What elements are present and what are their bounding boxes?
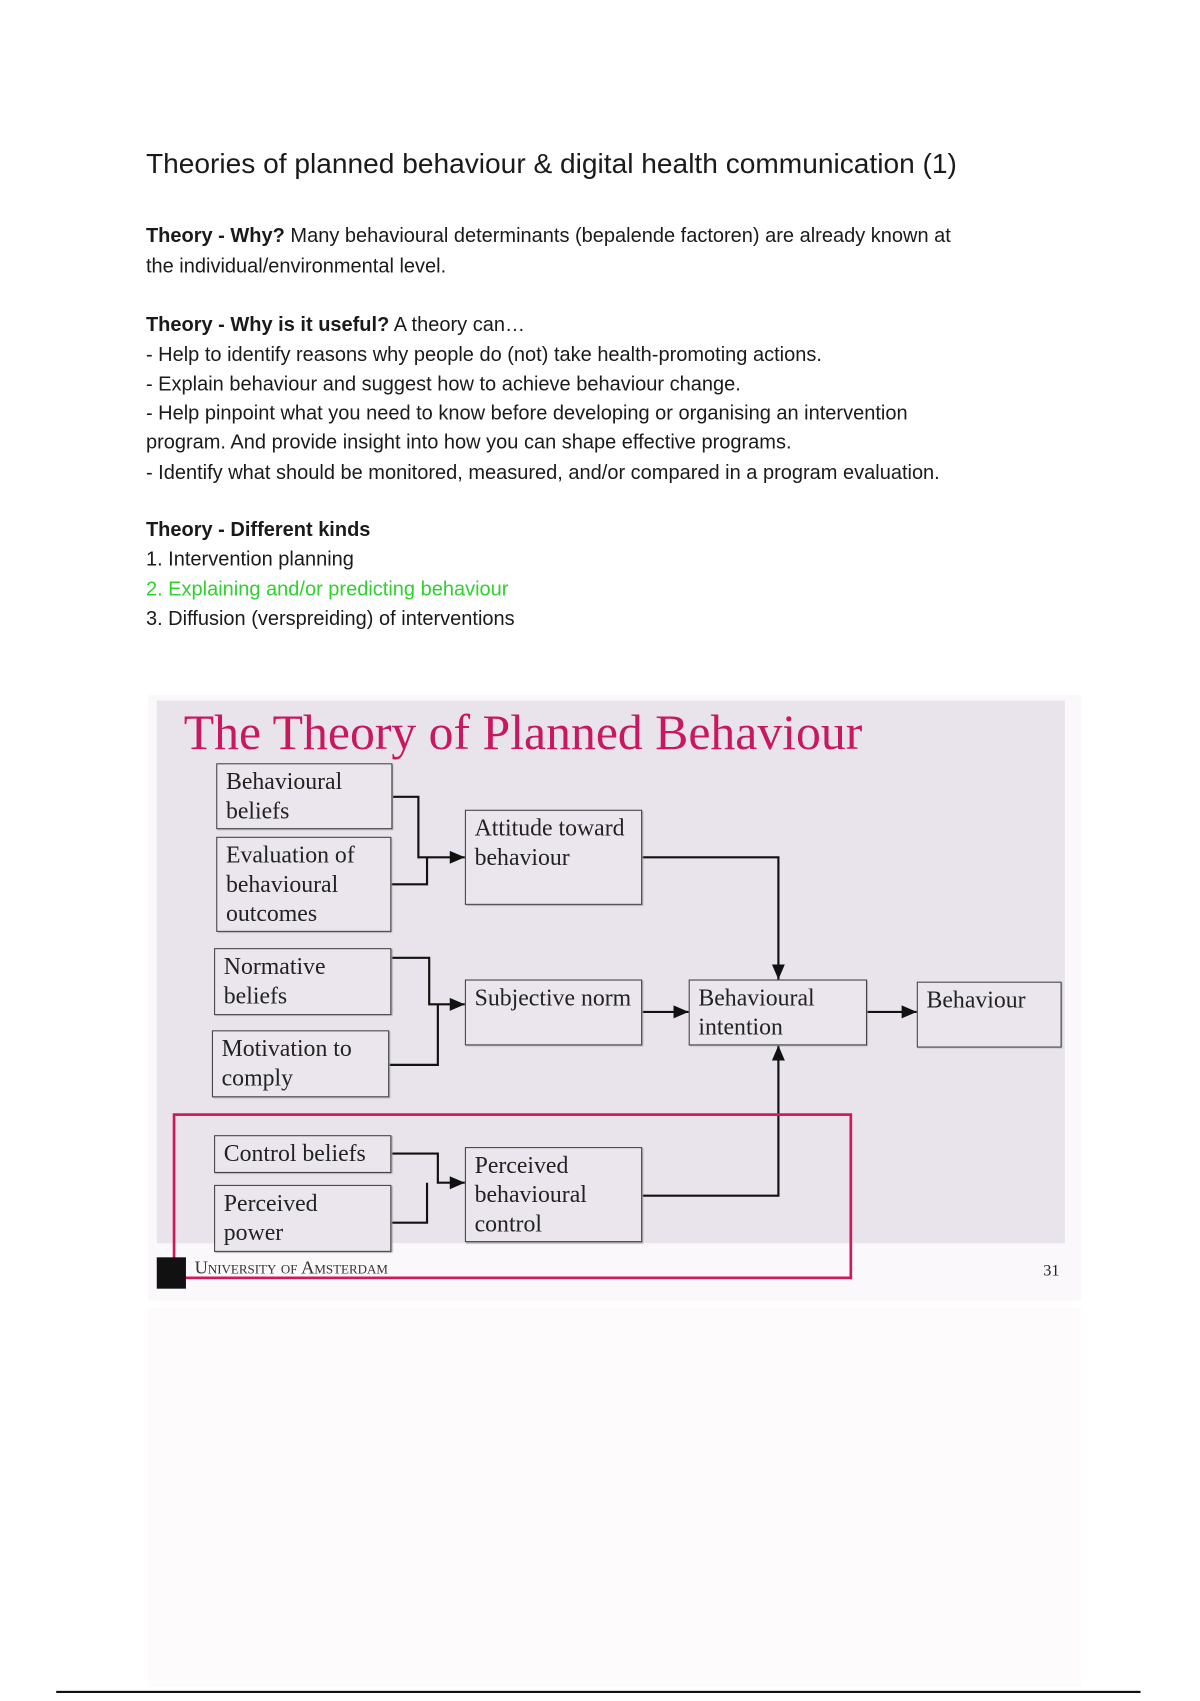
list-item: 3. Diffusion (verspreiding) of intervent… [145, 606, 515, 630]
useful-label: Theory - Why is it useful? [145, 312, 390, 336]
why-label: Theory - Why? [145, 223, 285, 247]
list-item: 1. Intervention planning [145, 547, 354, 570]
why-paragraph: Theory - Why? Many behavioural determina… [146, 224, 951, 248]
box-behaviour: Behaviour [916, 981, 1062, 1048]
tpb-slide-image: The Theory of Planned Behaviour Behaviou… [148, 695, 1082, 1301]
list-item: - Help pinpoint what you need to know be… [145, 401, 908, 424]
box-perceived-power: Perceived power [214, 1184, 392, 1252]
list-item: - Help to identify reasons why people do… [145, 342, 822, 366]
box-behavioural-intention: Behavioural intention [688, 979, 868, 1046]
university-logo-icon [156, 1257, 186, 1289]
useful-text: A theory can… [389, 312, 525, 336]
blank-area [148, 1308, 1082, 1687]
slide-footer-university: University of Amsterdam [194, 1257, 388, 1278]
why-text-2: the individual/environmental level. [145, 254, 447, 277]
box-perceived-behavioural-control: Perceived behavioural control [464, 1147, 643, 1243]
kinds-label-text: Theory - Different kinds [145, 517, 371, 541]
box-attitude: Attitude toward behaviour [464, 809, 643, 905]
box-evaluation-of-outcomes: Evaluation of behavioural outcomes [216, 836, 392, 932]
why-text: Many behavioural determinants (bepalende… [284, 223, 951, 247]
list-item-highlighted: 2. Explaining and/or predicting behaviou… [145, 577, 509, 601]
list-item: program. And provide insight into how yo… [145, 430, 792, 453]
list-item: - Identify what should be monitored, mea… [145, 460, 940, 484]
box-normative-beliefs: Normative beliefs [214, 948, 392, 1016]
box-behavioural-beliefs: Behavioural beliefs [216, 763, 393, 830]
connector-arrows [172, 795, 917, 1280]
list-item: - Explain behaviour and suggest how to a… [145, 371, 741, 395]
slide-page-number: 31 [1043, 1262, 1060, 1281]
box-control-beliefs: Control beliefs [214, 1135, 392, 1173]
box-subjective-norm: Subjective norm [464, 979, 643, 1046]
page-title: Theories of planned behaviour & digital … [145, 147, 957, 180]
kinds-label: Theory - Different kinds [146, 518, 370, 542]
slide-title: The Theory of Planned Behaviour [183, 704, 863, 761]
page-bottom-rule [56, 1690, 1141, 1694]
useful-paragraph: Theory - Why is it useful? A theory can… [146, 312, 525, 336]
box-motivation-to-comply: Motivation to comply [211, 1030, 390, 1098]
